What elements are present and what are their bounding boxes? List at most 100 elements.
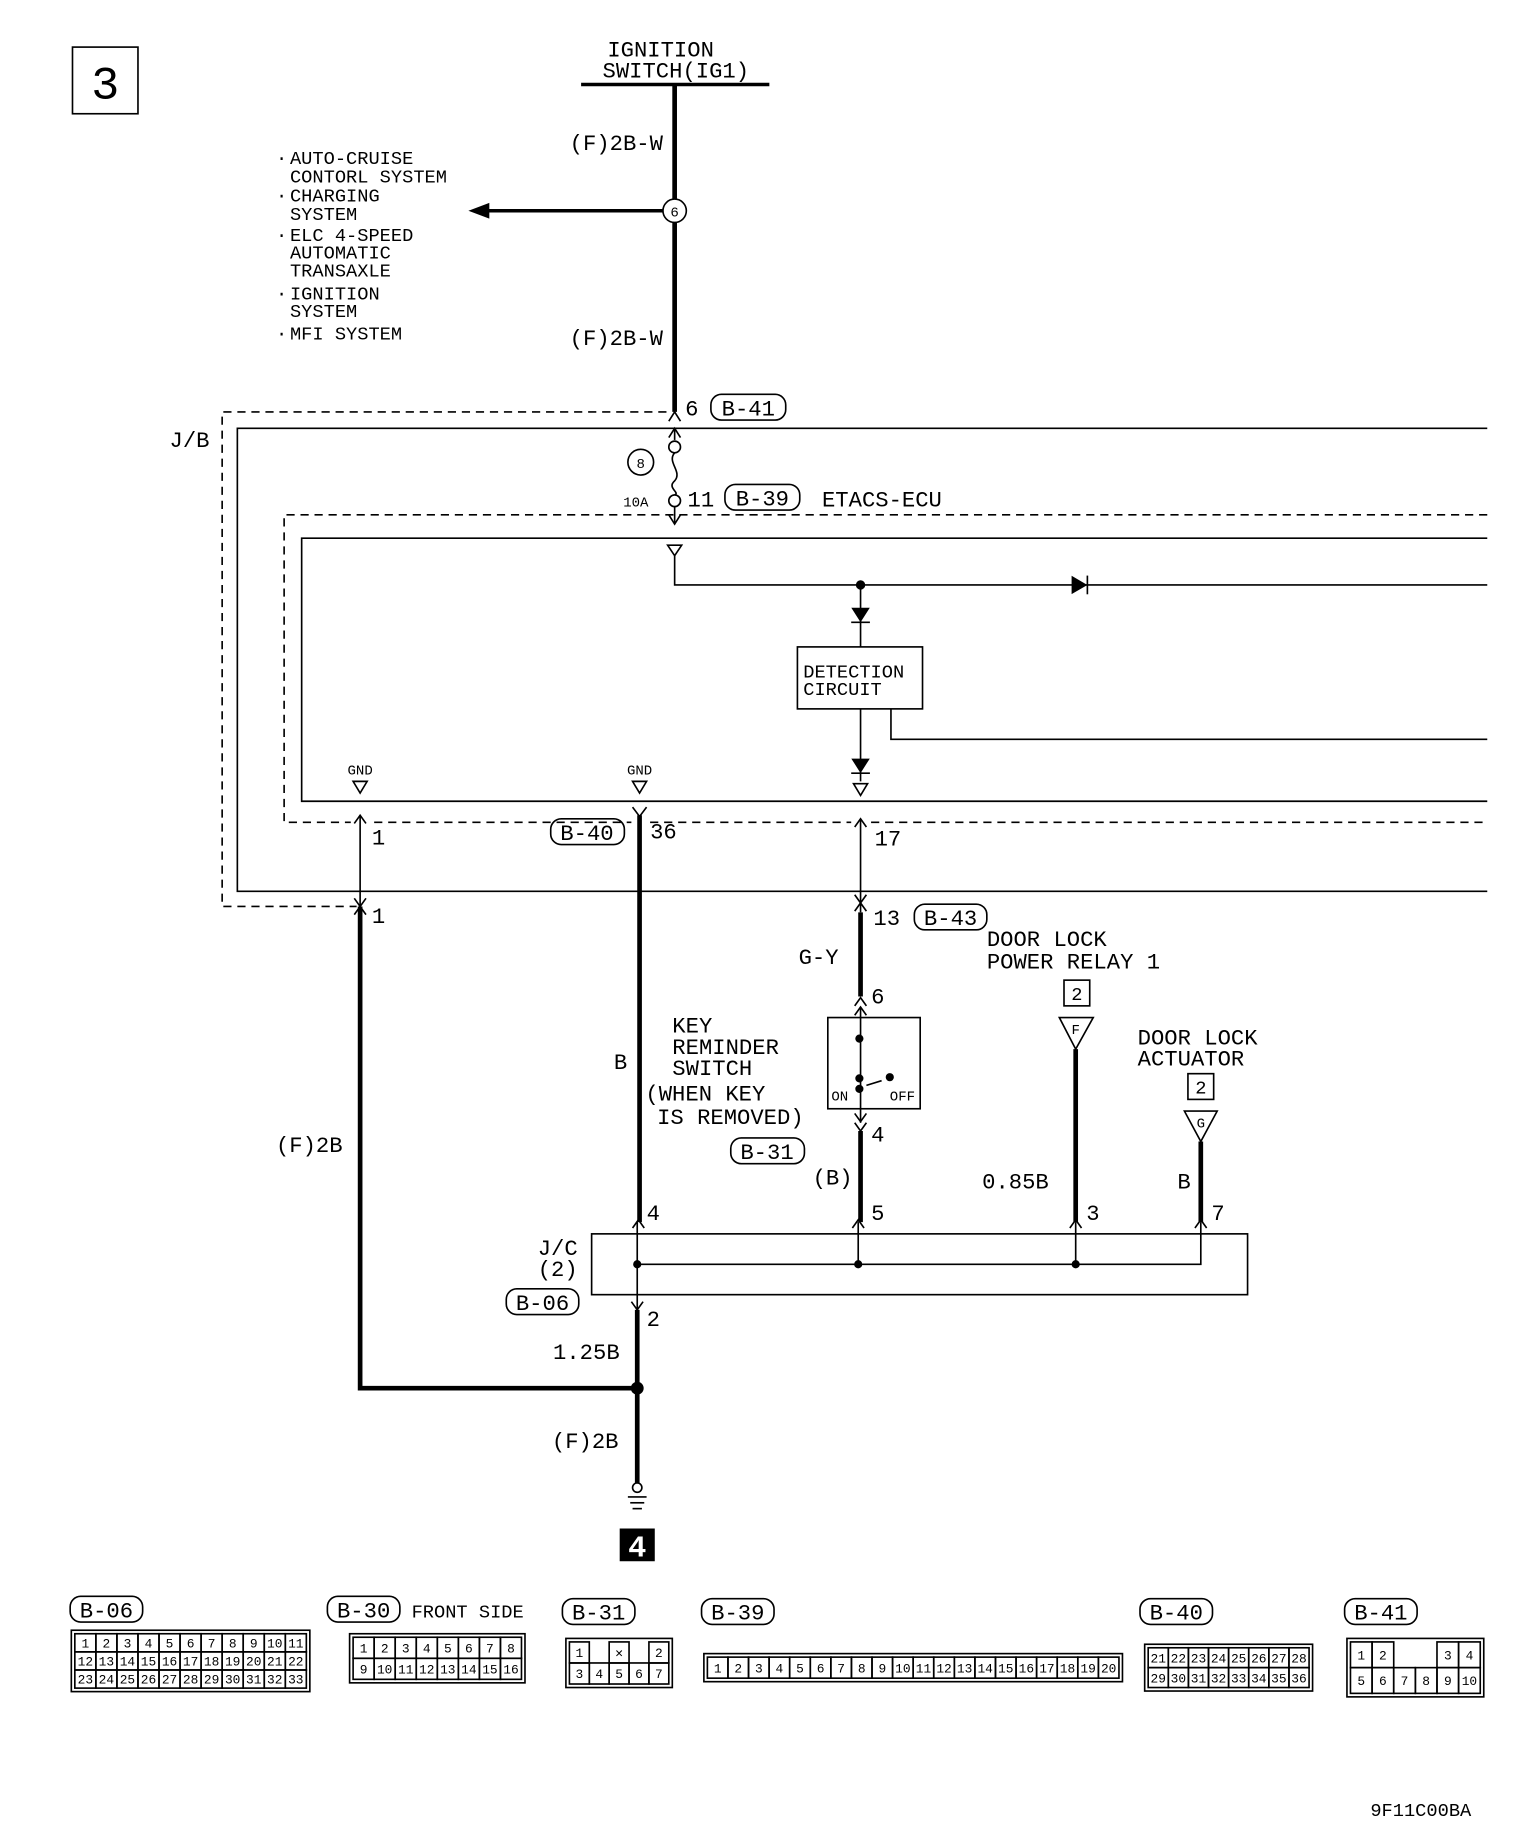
relay-label: POWER RELAY 1 <box>987 950 1160 975</box>
system-item: TRANSAXLE <box>290 260 391 282</box>
bullet: · <box>276 323 287 345</box>
wire-label: B <box>614 1051 627 1076</box>
jc-label: J/C <box>538 1237 578 1262</box>
connector-pin-number: 3 <box>575 1667 583 1682</box>
connector-pin-number: 4 <box>1466 1648 1474 1663</box>
system-item: SYSTEM <box>290 301 357 323</box>
connector-pin-number: 21 <box>267 1655 283 1670</box>
connector-pin-number: 34 <box>1251 1671 1267 1686</box>
connector-badge <box>505 1287 580 1316</box>
terminal-arrow <box>668 514 682 526</box>
connector-pin-number: ✕ <box>615 1646 623 1661</box>
system-item: AUTOMATIC <box>290 243 391 265</box>
wire-label: (B) <box>813 1167 853 1192</box>
connector-pin-number: 9 <box>878 1661 886 1676</box>
switch-off-label: OFF <box>890 1090 915 1106</box>
connector-pin-number: 16 <box>162 1655 177 1670</box>
system-item: SYSTEM <box>290 204 357 226</box>
actuator-label: DOOR LOCK <box>1138 1026 1259 1051</box>
connector-pin-number: 16 <box>1019 1661 1034 1676</box>
actuator-label: ACTUATOR <box>1138 1047 1245 1072</box>
connector-pin-number: 13 <box>957 1661 972 1676</box>
connector-pin-number: 10 <box>1462 1674 1477 1689</box>
terminal-arrow <box>631 1218 1208 1229</box>
connector-pin-number: 19 <box>225 1655 240 1670</box>
connector-pin-number: 29 <box>204 1673 219 1688</box>
connector-pin-number: 18 <box>204 1655 219 1670</box>
switch-dot <box>855 1084 864 1093</box>
connector-pin-number: 14 <box>977 1661 993 1676</box>
connector-pin-number: 30 <box>1171 1671 1186 1686</box>
connector-pin-number: 17 <box>183 1655 198 1670</box>
system-item: CHARGING <box>290 185 380 207</box>
connector-id: B-31 <box>572 1602 625 1627</box>
source-label: SWITCH(IG1) <box>603 59 750 84</box>
connector-pin-number: 15 <box>141 1655 156 1670</box>
switch-label: SWITCH <box>672 1057 752 1082</box>
connector-pin-number: 15 <box>482 1662 497 1677</box>
bullet: · <box>276 225 287 247</box>
wire-label: G-Y <box>799 946 839 971</box>
relay-label: DOOR LOCK <box>987 928 1108 953</box>
jb-outline-dashed <box>221 411 667 908</box>
connector-pin-number: 35 <box>1271 1671 1286 1686</box>
connector-pin-number: 6 <box>635 1667 643 1682</box>
connector-pin-number: 1 <box>1357 1648 1365 1663</box>
detection-label: CIRCUIT <box>803 679 882 701</box>
fuse-rating: 10A <box>623 496 649 512</box>
wire-label: 0.85B <box>982 1170 1049 1195</box>
pin-number: 4 <box>871 1123 884 1148</box>
connector-pin-number: 36 <box>1291 1671 1306 1686</box>
connector-pin-number: 1 <box>575 1646 583 1661</box>
connector-pin-number: 1 <box>360 1641 368 1656</box>
connector-pin-cell <box>1457 1666 1482 1695</box>
connector-pin-number: 24 <box>99 1673 115 1688</box>
page-number: 3 <box>91 61 119 114</box>
connector-pin-number: 2 <box>734 1661 742 1676</box>
connector-pin-number: 6 <box>465 1641 473 1656</box>
diode-icon <box>851 758 870 774</box>
system-list: · AUTO-CRUISE CONTORL SYSTEM · CHARGING … <box>276 148 447 345</box>
page-number-box <box>71 46 139 115</box>
connector-pin-number: 11 <box>398 1662 414 1677</box>
connector-housing <box>703 1652 1124 1683</box>
jc-label: (2) <box>538 1258 578 1283</box>
connector-pin-number: 12 <box>936 1661 951 1676</box>
connector-pin-number: 9 <box>1444 1674 1452 1689</box>
connector-pin-number: 19 <box>1080 1661 1095 1676</box>
connector-pin-cell <box>499 1657 523 1681</box>
connector-pin-cell <box>1288 1666 1310 1689</box>
connector-pin-number: 8 <box>229 1636 237 1651</box>
reference-triangle <box>1057 1016 1095 1051</box>
pin-number: 17 <box>875 828 902 853</box>
connector-pin-number: 4 <box>776 1661 784 1676</box>
connector-housing <box>348 1632 526 1684</box>
connector-pin-number: 9 <box>250 1636 258 1651</box>
connector-pin-number: 4 <box>145 1636 153 1651</box>
pin-number: 6 <box>871 986 884 1011</box>
connector-pin-number: 20 <box>1101 1661 1116 1676</box>
connector-id: B-40 <box>1150 1602 1203 1627</box>
pin-number: 5 <box>871 1202 884 1227</box>
connector-id: B-41 <box>1354 1602 1407 1627</box>
pin-number: 11 <box>688 489 715 514</box>
ecu-outline-dashed <box>283 513 1488 824</box>
connector-pin-number: 32 <box>1211 1671 1226 1686</box>
connector-pin-number: 15 <box>998 1661 1013 1676</box>
connector-badge <box>729 1137 806 1165</box>
connector-id: B-06 <box>516 1292 569 1317</box>
switch-dot <box>855 1034 864 1043</box>
connector-pin-number: 3 <box>755 1661 763 1676</box>
gnd-terminal <box>631 780 649 795</box>
connector-pin-number: 33 <box>288 1673 303 1688</box>
junction-dot <box>1071 1260 1080 1269</box>
connector-id: B-31 <box>740 1141 793 1166</box>
connector-pin-number: 4 <box>423 1641 431 1656</box>
connector-pin-number: 23 <box>78 1673 93 1688</box>
connector-pin-cell <box>284 1669 308 1689</box>
connector-pin-number: 17 <box>1039 1661 1054 1676</box>
connector-pin-number: 22 <box>288 1655 303 1670</box>
jc-bus <box>636 1222 1202 1310</box>
connector-badge <box>549 817 626 846</box>
connector-pin-number: 7 <box>208 1636 216 1651</box>
